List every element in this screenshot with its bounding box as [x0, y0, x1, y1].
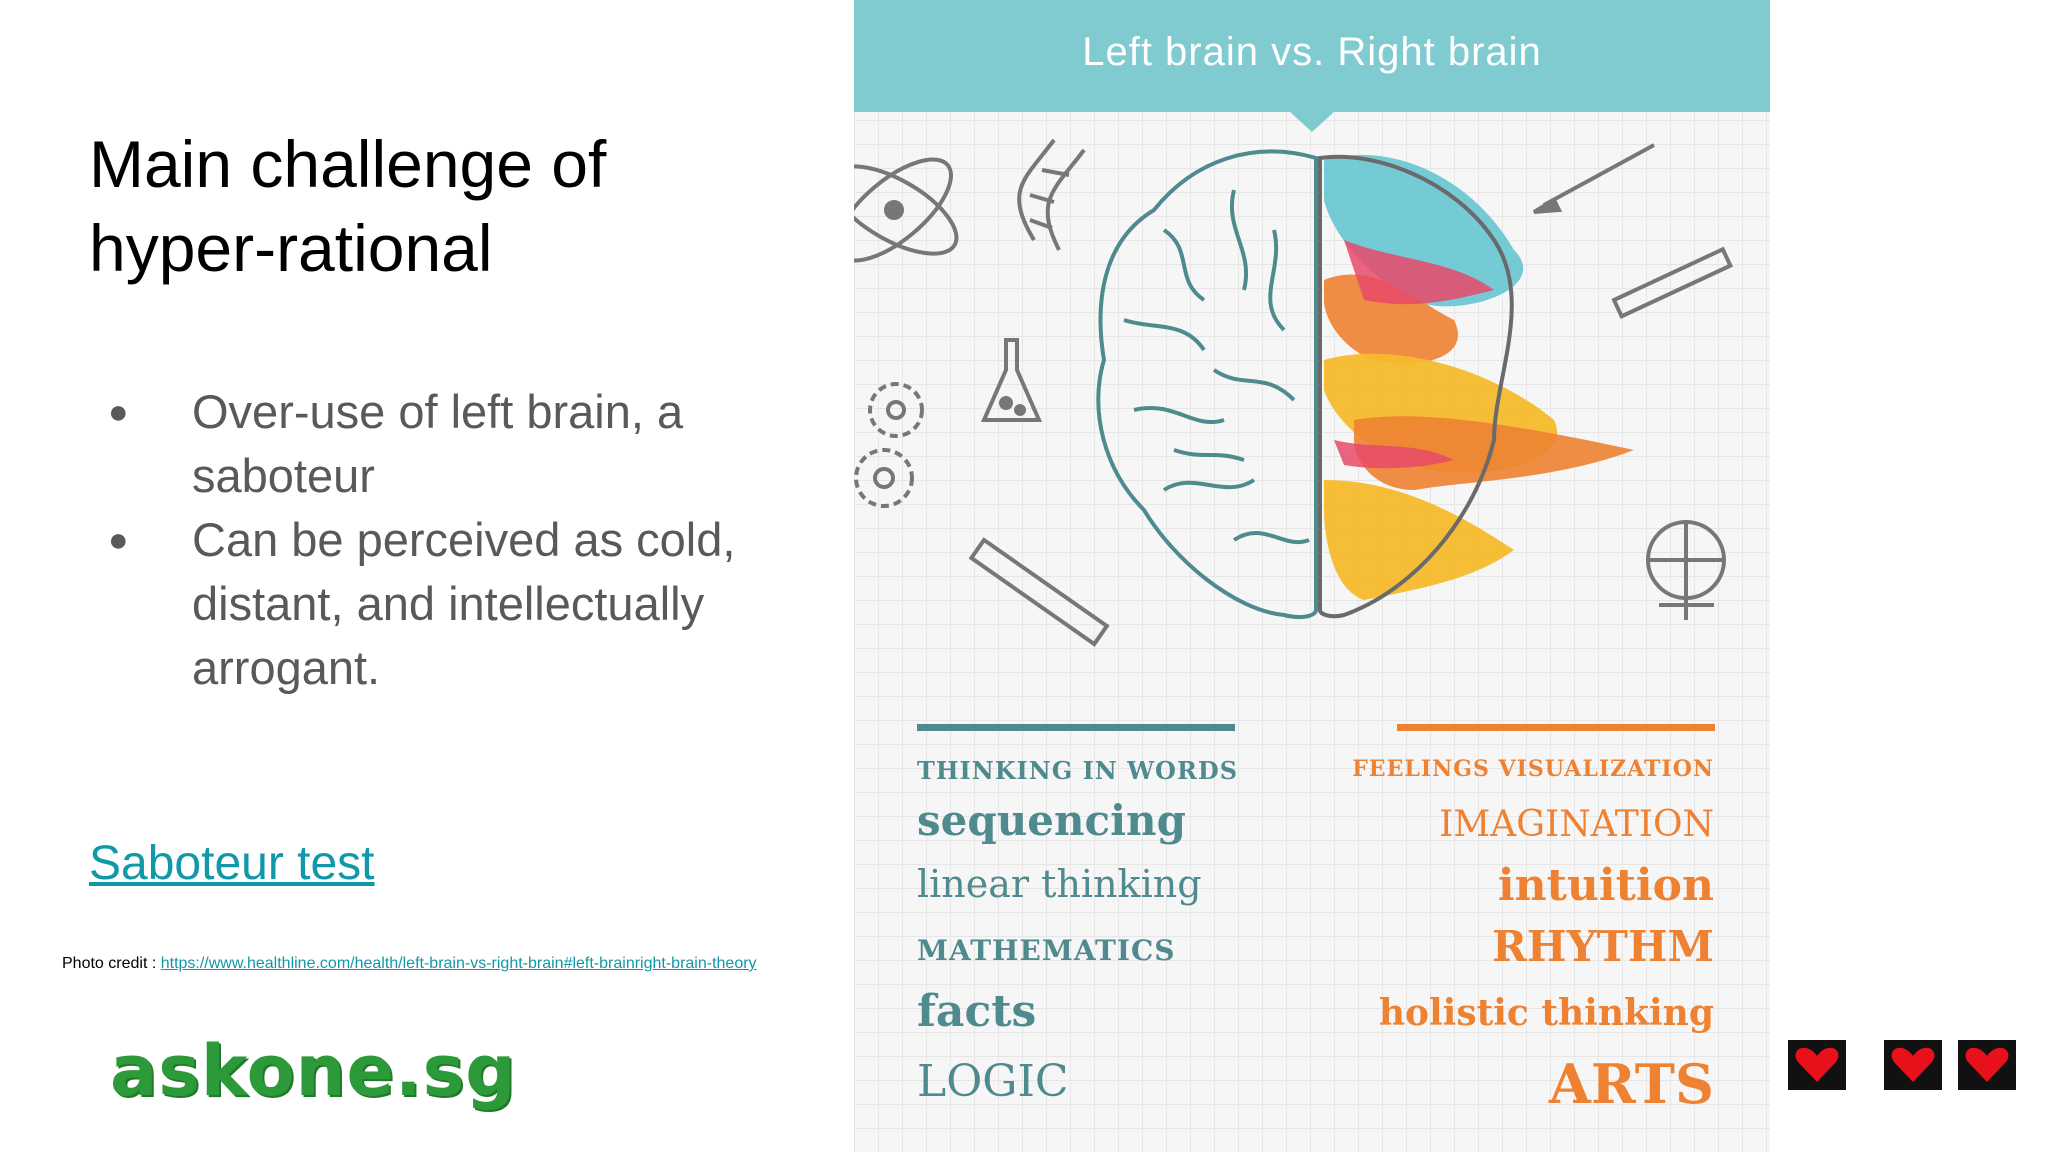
right-word: RHYTHM [1492, 922, 1714, 971]
left-word: sequencing [917, 796, 1186, 845]
saboteur-test-link[interactable]: Saboteur test [89, 837, 375, 890]
globe-icon [1646, 520, 1726, 620]
askone-logo: askone.sg [110, 1030, 517, 1112]
left-word: THINKING IN WORDS [917, 756, 1239, 785]
atom-icon [854, 157, 959, 263]
right-word: holistic thinking [1378, 992, 1714, 1034]
right-divider-bar [1397, 724, 1715, 731]
photo-credit: Photo credit : https://www.healthline.co… [62, 955, 757, 973]
paintbrush-icon [1532, 143, 1655, 214]
gears-icon [854, 382, 924, 508]
right-hemisphere-splash [1318, 154, 1634, 619]
left-word: facts [917, 986, 1037, 1037]
title-line-1: Main challenge of [89, 127, 607, 201]
photo-credit-link[interactable]: https://www.healthline.com/health/left-b… [160, 955, 757, 972]
bullet-item: Over-use of left brain, a saboteur [104, 380, 744, 508]
flask-icon [980, 338, 1043, 422]
right-word: FEELINGS VISUALIZATION [1352, 756, 1714, 782]
ruler-icon [968, 537, 1110, 647]
brain-infographic: Left brain vs. Right brain [854, 0, 1770, 1152]
right-word: ARTS [1548, 1052, 1714, 1116]
heart-icon [1788, 1040, 1846, 1090]
left-word: MATHEMATICS [917, 934, 1176, 967]
left-hemisphere [1096, 149, 1318, 620]
photo-credit-label: Photo credit : [62, 955, 161, 972]
brain-illustration [854, 138, 1734, 647]
right-word: IMAGINATION [1439, 804, 1714, 845]
bullet-item: Can be perceived as cold, distant, and i… [104, 508, 744, 700]
infographic-header: Left brain vs. Right brain [854, 0, 1770, 112]
right-word: intuition [1497, 860, 1714, 911]
left-divider-bar [917, 724, 1235, 731]
heart-icon [1958, 1040, 2016, 1090]
pencil-icon [1611, 246, 1734, 319]
dna-icon [1017, 138, 1086, 251]
left-word: LOGIC [917, 1056, 1069, 1107]
left-word: linear thinking [917, 862, 1202, 906]
title-line-2: hyper-rational [89, 211, 493, 285]
header-pointer [1290, 112, 1334, 132]
heart-icon [1884, 1040, 1942, 1090]
slide-title: Main challenge of hyper-rational [89, 122, 789, 290]
bullet-list: Over-use of left brain, a saboteur Can b… [104, 380, 744, 700]
infographic-header-title: Left brain vs. Right brain [1082, 30, 1542, 74]
